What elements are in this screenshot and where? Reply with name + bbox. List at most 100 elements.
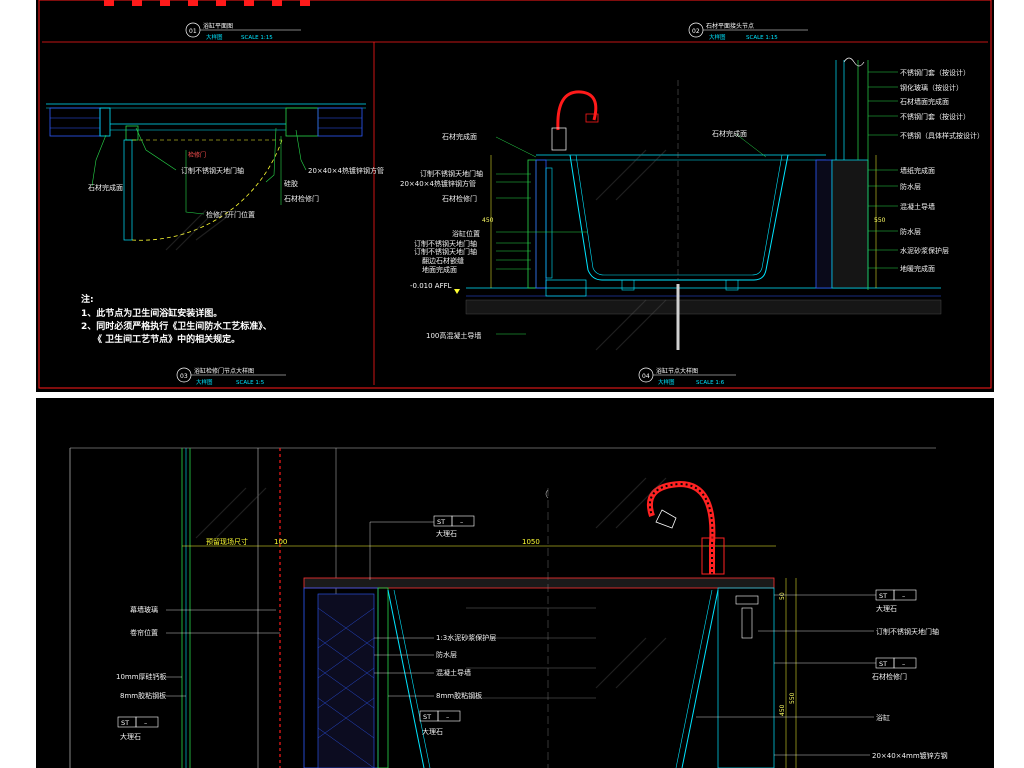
svg-text:幕墙玻璃: 幕墙玻璃	[130, 605, 158, 614]
svg-text:–: –	[144, 719, 147, 727]
svg-text:SCALE 1:6: SCALE 1:6	[696, 380, 725, 386]
mid-stone-label: 石材完成面	[712, 129, 747, 138]
bottom-right-labels: ST – 大理石 订制不锈钢天地门轴 ST – 石材检修门 浴缸 20×40×4…	[696, 589, 948, 760]
svg-text:大理石: 大理石	[436, 529, 457, 538]
svg-text:550: 550	[789, 692, 796, 704]
svg-text:浴缸位置: 浴缸位置	[452, 229, 480, 238]
detail-caption-01: 01 浴缸平面图 大样图 SCALE 1:15	[185, 22, 301, 41]
svg-text:浴缸节点大样图: 浴缸节点大样图	[656, 367, 698, 375]
svg-text:防水层: 防水层	[900, 227, 921, 236]
svg-text:10mm厚硅钙板: 10mm厚硅钙板	[116, 672, 167, 681]
svg-text:ST: ST	[423, 713, 431, 721]
top-frame	[38, 0, 992, 389]
svg-text:钢化玻璃（按设计）: 钢化玻璃（按设计）	[900, 83, 963, 92]
svg-text:石材检修门: 石材检修门	[442, 194, 477, 203]
svg-text:03: 03	[180, 373, 188, 380]
detail-caption-03: 03 浴缸检修门节点大样图 大样图 SCALE 1:5	[176, 367, 286, 386]
svg-text:卷帘位置: 卷帘位置	[130, 628, 158, 637]
label-sealant: 硅胶	[284, 179, 298, 188]
svg-text:翻边石材嵌缝: 翻边石材嵌缝	[422, 256, 464, 265]
st-tag-left: ST – 大理石	[117, 716, 159, 741]
detail-04-left-labels: 石材完成面 订制不锈钢天地门轴 20×40×4热镀锌钢方管 石材检修门 浴缸位置…	[400, 132, 483, 340]
svg-text:不锈钢门套（按设计）: 不锈钢门套（按设计）	[900, 68, 970, 77]
svg-text:不锈钢（具体样式按设计）: 不锈钢（具体样式按设计）	[900, 131, 984, 140]
svg-text:–: –	[460, 518, 463, 526]
svg-text:ST: ST	[879, 592, 887, 600]
svg-text:大理石: 大理石	[876, 604, 897, 613]
svg-text:20×40×4热镀锌钢方管: 20×40×4热镀锌钢方管	[400, 179, 476, 188]
svg-text:浴缸: 浴缸	[876, 713, 890, 722]
svg-text:石材完成面: 石材完成面	[442, 132, 477, 141]
svg-text:大理石: 大理石	[120, 732, 141, 741]
svg-text:–: –	[446, 713, 449, 721]
svg-text:石材墙面完成面: 石材墙面完成面	[900, 97, 949, 106]
svg-text:水泥砂浆保护层: 水泥砂浆保护层	[900, 246, 949, 255]
svg-text:8mm胶粘钢板: 8mm胶粘钢板	[436, 691, 482, 700]
svg-text:01: 01	[189, 28, 197, 35]
svg-text:04: 04	[642, 373, 650, 380]
dim-1050: 1050	[522, 538, 540, 546]
watermark-bottom	[195, 477, 667, 689]
label-stone-door: 石材检修门	[284, 194, 319, 203]
label-stone-face: 石材完成面	[88, 183, 123, 192]
svg-text:100高混凝土导墙: 100高混凝土导墙	[426, 331, 481, 340]
section-detail-04	[454, 57, 942, 350]
svg-text:大样图: 大样图	[709, 33, 726, 41]
svg-text:注:: 注:	[81, 293, 94, 305]
svg-text:订制不锈钢天地门轴: 订制不锈钢天地门轴	[414, 239, 477, 248]
svg-text:大样图: 大样图	[196, 378, 213, 386]
label-pivot: 订制不锈钢天地门轴	[181, 166, 244, 175]
top-drawing-panel: 01 浴缸平面图 大样图 SCALE 1:15 02 石材平面接头节点 大样图 …	[36, 0, 994, 392]
watermark	[165, 149, 667, 351]
dim-450-top: 450	[482, 217, 494, 224]
svg-text:大样图: 大样图	[206, 33, 223, 41]
svg-text:ST: ST	[437, 518, 445, 526]
detail-04-right-labels: 不锈钢门套（按设计） 钢化玻璃（按设计） 石材墙面完成面 不锈钢门套（按设计） …	[900, 68, 984, 273]
svg-text:地面完成面: 地面完成面	[422, 265, 457, 274]
svg-text:大理石: 大理石	[422, 727, 443, 736]
svg-text:混凝土导墙: 混凝土导墙	[436, 668, 471, 677]
svg-text:混凝土导墙: 混凝土导墙	[900, 202, 935, 211]
svg-text:1、此节点为卫生间浴缸安装详图。: 1、此节点为卫生间浴缸安装详图。	[81, 307, 222, 319]
dim-550-top: 550	[874, 217, 886, 224]
svg-text:订制不锈钢天地门轴: 订制不锈钢天地门轴	[414, 247, 477, 256]
svg-text:SCALE 1:15: SCALE 1:15	[241, 35, 273, 41]
svg-text:ST: ST	[121, 719, 129, 727]
st-tag-mid: ST – 大理石	[419, 710, 461, 736]
svg-text:订制不锈钢天地门轴: 订制不锈钢天地门轴	[420, 169, 483, 178]
svg-text:浴缸检修门节点大样图: 浴缸检修门节点大样图	[194, 367, 254, 375]
svg-text:450: 450	[779, 704, 786, 716]
svg-text:地暖完成面: 地暖完成面	[900, 264, 935, 273]
svg-text:SCALE 1:15: SCALE 1:15	[746, 35, 778, 41]
top-drawing-canvas: 01 浴缸平面图 大样图 SCALE 1:15 02 石材平面接头节点 大样图 …	[38, 0, 992, 389]
label-tube: 20×40×4热镀锌钢方管	[308, 166, 384, 175]
label-door-position: 检修门开门位置	[206, 210, 255, 219]
dim-100: 100	[274, 538, 287, 546]
svg-text:50: 50	[779, 592, 786, 600]
svg-text:《 卫生间工艺节点》中的相关规定。: 《 卫生间工艺节点》中的相关规定。	[93, 333, 240, 345]
faucet	[647, 480, 725, 575]
svg-text:8mm胶粘钢板: 8mm胶粘钢板	[120, 691, 166, 700]
svg-text:–: –	[902, 660, 905, 668]
bottom-drawing-panel: 预留现场尺寸 100 1050	[36, 398, 994, 768]
plan-detail-03	[46, 103, 366, 241]
st-tag-top: ST – 大理石	[369, 515, 475, 580]
svg-text:SCALE 1:5: SCALE 1:5	[236, 380, 265, 386]
svg-text:石材检修门: 石材检修门	[872, 672, 907, 681]
svg-text:浴缸平面图: 浴缸平面图	[203, 22, 233, 30]
detail-caption-04: 04 浴缸节点大样图 大样图 SCALE 1:6	[638, 367, 736, 386]
svg-text:ST: ST	[879, 660, 887, 668]
detail-caption-02: 02 石材平面接头节点 大样图 SCALE 1:15	[688, 22, 808, 41]
top-red-blocks	[104, 0, 310, 6]
pipe-size-label: 预留现场尺寸	[206, 537, 248, 546]
svg-text:防水层: 防水层	[900, 182, 921, 191]
svg-text:墙纸完成面: 墙纸完成面	[900, 166, 935, 175]
svg-text:02: 02	[692, 28, 700, 35]
svg-text:石材平面接头节点: 石材平面接头节点	[706, 22, 754, 30]
svg-text:1:3水泥砂浆保护层: 1:3水泥砂浆保护层	[436, 633, 496, 642]
label-center: 检修门	[188, 151, 206, 159]
svg-text:2、同时必须严格执行《卫生间防水工艺标准》、: 2、同时必须严格执行《卫生间防水工艺标准》、	[81, 320, 272, 332]
svg-text:大样图: 大样图	[658, 378, 675, 386]
svg-text:订制不锈钢天地门轴: 订制不锈钢天地门轴	[876, 627, 939, 636]
right-dims: 50 450 550	[779, 578, 797, 768]
